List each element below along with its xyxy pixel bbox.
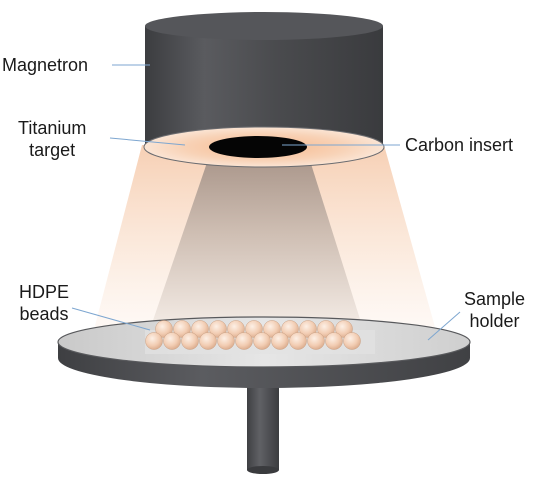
hdpe-bead — [325, 332, 343, 350]
label-hdpe-line1: HDPE — [19, 282, 70, 302]
label-titanium-line2: target — [29, 140, 76, 160]
hdpe-bead — [145, 332, 163, 350]
label-titanium-line1: Titanium — [18, 118, 87, 138]
support-rod — [247, 378, 279, 474]
hdpe-bead — [181, 332, 199, 350]
plasma-core-plume — [148, 148, 365, 335]
hdpe-bead — [199, 332, 217, 350]
hdpe-bead — [163, 332, 181, 350]
label-hdpe-line2: beads — [19, 304, 69, 324]
leader-titanium — [109, 137, 186, 146]
hdpe-bead — [217, 332, 235, 350]
hdpe-bead — [253, 332, 271, 350]
label-sample-line1: Sample — [464, 289, 526, 309]
label-sample-line2: holder — [469, 311, 520, 331]
label-carbon-insert: Carbon insert — [405, 135, 514, 155]
leader-sample — [427, 311, 461, 341]
label-magnetron: Magnetron — [2, 55, 89, 75]
carbon-insert — [209, 136, 307, 158]
leader-hdpe — [71, 307, 151, 331]
magnetron — [143, 12, 385, 168]
hdpe-bead — [307, 332, 325, 350]
hdpe-bead — [343, 332, 361, 350]
label-titanium-target: Titanium target — [18, 117, 86, 161]
label-sample-holder: Sample holder — [464, 288, 525, 332]
label-hdpe-beads: HDPE beads — [19, 281, 69, 325]
hdpe-bead — [289, 332, 307, 350]
hdpe-beads — [145, 320, 361, 350]
hdpe-bead — [271, 332, 289, 350]
leader-lines — [71, 64, 461, 341]
hdpe-bead — [235, 332, 253, 350]
